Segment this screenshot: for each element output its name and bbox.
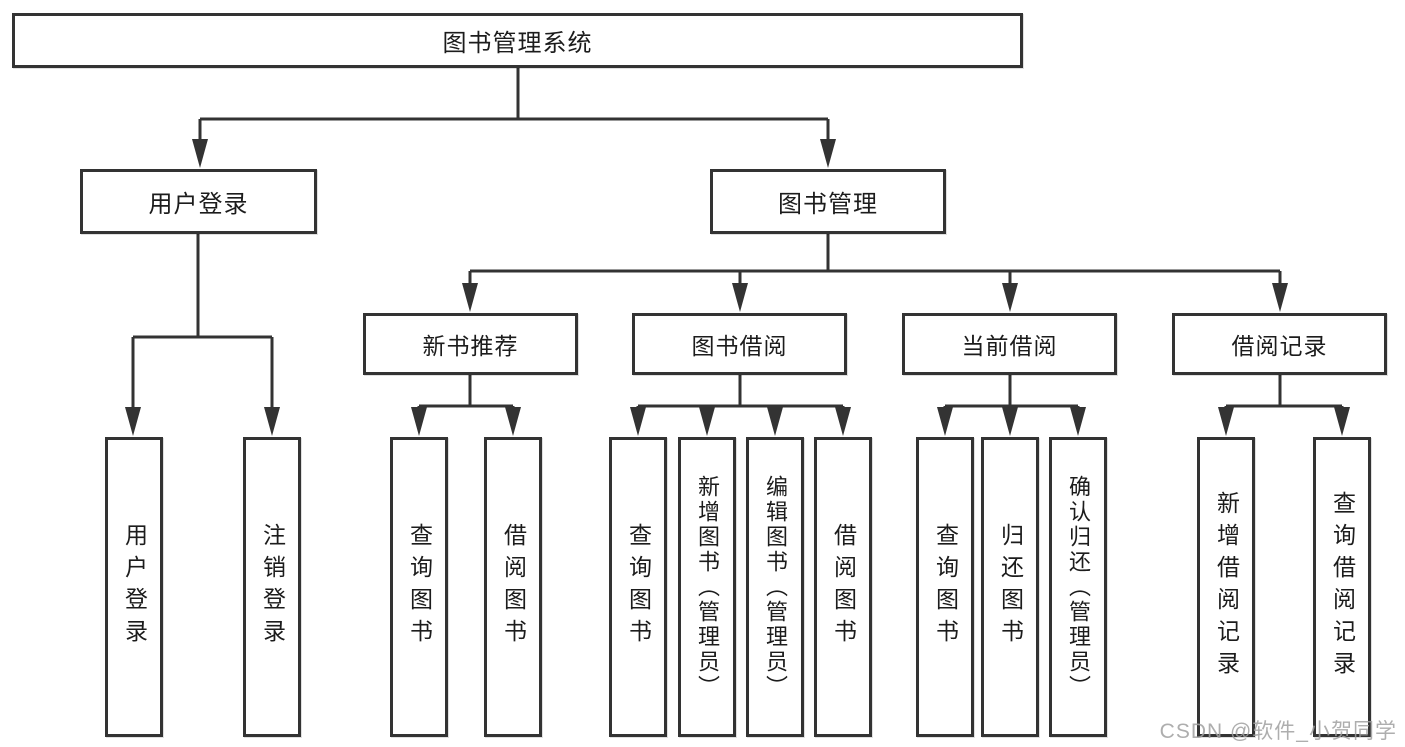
leaf-label: 新增图书（管理员） (695, 474, 720, 700)
leaf-user-login: 用户登录 (105, 437, 163, 737)
node-label: 用户登录 (148, 191, 249, 218)
leaf-label: 新增借阅记录 (1213, 491, 1240, 683)
leaf-label: 借阅图书 (830, 523, 857, 651)
node-label: 新书推荐 (422, 333, 519, 359)
leaf-add-book-admin: 新增图书（管理员） (678, 437, 736, 737)
node-label: 图书管理 (778, 191, 878, 218)
leaf-label: 确认归还（管理员） (1066, 474, 1091, 700)
leaf-query-books-current: 查询图书 (916, 437, 974, 737)
node-book-borrowing: 图书借阅 (632, 313, 847, 375)
node-label: 图书管理系统 (442, 30, 593, 57)
leaf-borrow-books-borrow: 借阅图书 (814, 437, 872, 737)
arrowheads (125, 139, 1350, 436)
leaf-label: 查询图书 (406, 523, 433, 651)
node-label: 图书借阅 (691, 333, 788, 359)
node-label: 当前借阅 (961, 333, 1058, 359)
leaf-label: 归还图书 (997, 523, 1024, 651)
node-user-login: 用户登录 (80, 169, 317, 234)
leaf-label: 编辑图书（管理员） (763, 474, 788, 700)
leaf-label: 查询借阅记录 (1329, 491, 1356, 683)
leaf-query-books-borrow: 查询图书 (609, 437, 667, 737)
leaf-label: 查询图书 (932, 523, 959, 651)
node-book-management: 图书管理 (710, 169, 946, 234)
leaf-add-borrow-record: 新增借阅记录 (1197, 437, 1255, 737)
leaf-label: 查询图书 (625, 523, 652, 651)
leaf-label: 注销登录 (259, 523, 286, 651)
leaf-edit-book-admin: 编辑图书（管理员） (746, 437, 804, 737)
node-borrowing-records: 借阅记录 (1172, 313, 1387, 375)
leaf-confirm-return-admin: 确认归还（管理员） (1049, 437, 1107, 737)
leaf-label: 借阅图书 (500, 523, 527, 651)
leaf-logout: 注销登录 (243, 437, 301, 737)
leaf-query-borrow-record: 查询借阅记录 (1313, 437, 1371, 737)
leaf-borrow-books-newbook: 借阅图书 (484, 437, 542, 737)
node-new-book-recommendation: 新书推荐 (363, 313, 578, 375)
node-current-borrowing: 当前借阅 (902, 313, 1117, 375)
node-label: 借阅记录 (1231, 333, 1328, 359)
leaf-return-books: 归还图书 (981, 437, 1039, 737)
leaf-query-books-newbook: 查询图书 (390, 437, 448, 737)
node-library-management-system: 图书管理系统 (12, 13, 1023, 68)
leaf-label: 用户登录 (121, 523, 148, 651)
